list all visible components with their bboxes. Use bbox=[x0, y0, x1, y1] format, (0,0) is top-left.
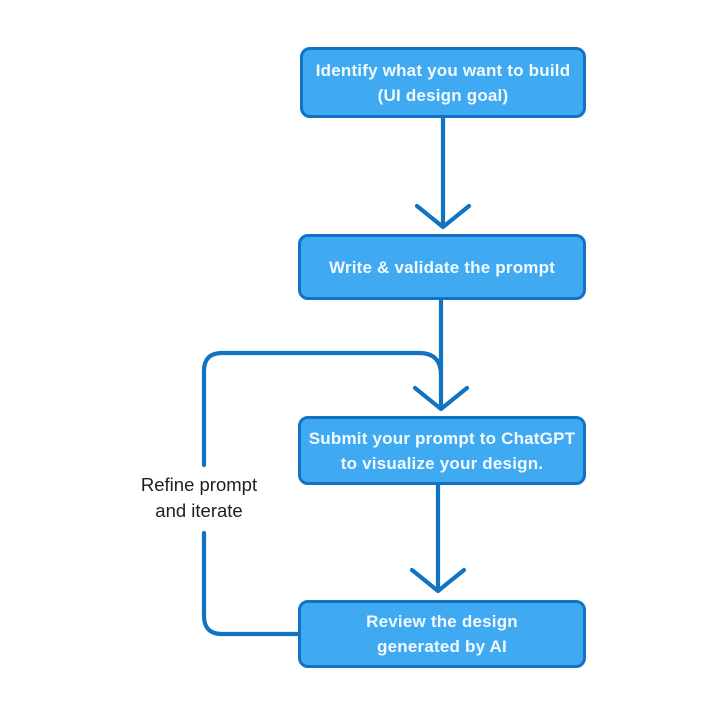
loop-label-line: Refine prompt bbox=[140, 474, 258, 495]
node-identify-goal: Identify what you want to build (UI desi… bbox=[300, 47, 586, 118]
connector-loop-to-submit bbox=[201, 350, 444, 468]
arrowhead-down-icon bbox=[412, 385, 470, 412]
connector-review-to-loop bbox=[201, 530, 301, 637]
node-text-line: Review the design bbox=[366, 612, 518, 631]
arrowhead-down-icon bbox=[414, 203, 472, 230]
node-text-line: (UI design goal) bbox=[377, 85, 509, 105]
loop-label-refine-iterate: Refine prompt and iterate bbox=[114, 472, 284, 524]
node-text-line: to visualize your design. bbox=[340, 453, 544, 473]
node-text-line: Write & validate the prompt bbox=[328, 257, 556, 277]
node-submit-prompt-chatgpt: Submit your prompt to ChatGPT to visuali… bbox=[298, 416, 586, 485]
node-text-line: generated by AI bbox=[377, 637, 507, 656]
node-text-line: Submit your prompt to ChatGPT bbox=[308, 428, 576, 448]
arrowhead-down-icon bbox=[409, 567, 467, 594]
node-write-validate-prompt: Write & validate the prompt bbox=[298, 234, 586, 300]
node-text-line: Identify what you want to build bbox=[315, 60, 571, 80]
loop-label-line: and iterate bbox=[155, 500, 243, 521]
node-review-design: Review the design generated by AI bbox=[298, 600, 586, 668]
